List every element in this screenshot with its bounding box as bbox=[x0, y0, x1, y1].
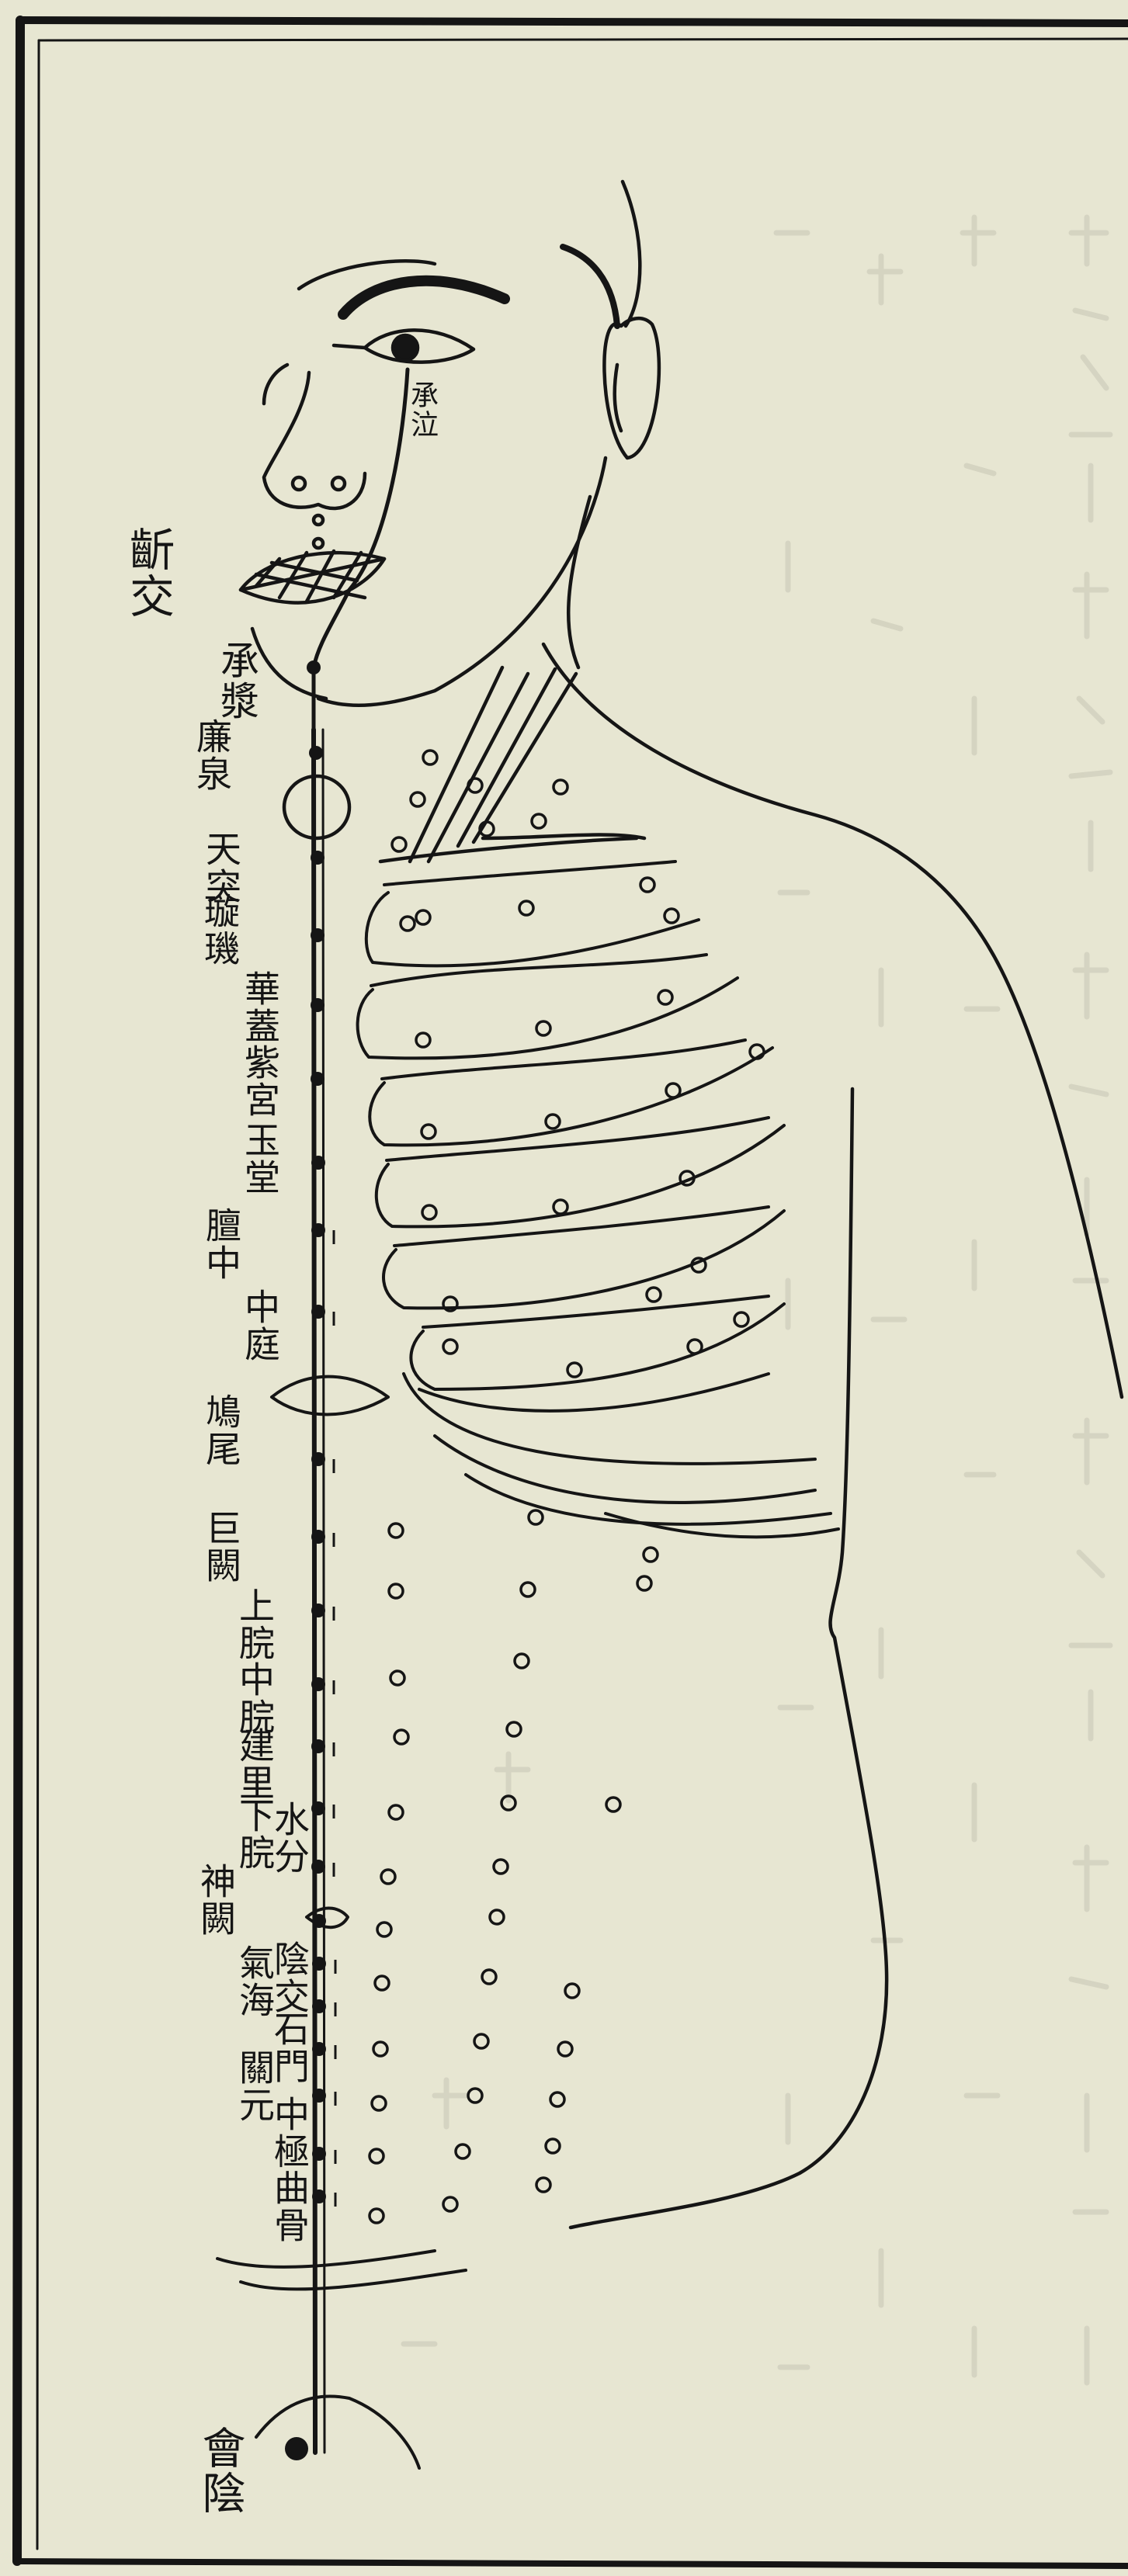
page-frame bbox=[17, 20, 1128, 2566]
acupoint-label-qihai: 氣海 bbox=[237, 1944, 272, 2019]
acupoint-label-shenque: 神闕 bbox=[198, 1863, 234, 1937]
acupoint-label-lianquan: 廉泉 bbox=[194, 718, 230, 792]
acupoint-label-chengqi: 承泣 bbox=[408, 380, 436, 439]
acupoint-label-jianli: 建里 bbox=[237, 1727, 272, 1801]
acupoint-label-qugu: 曲骨 bbox=[272, 2169, 307, 2244]
acupoint-label-guanyuan: 關元 bbox=[237, 2049, 272, 2124]
acupoint-label-xuanji: 璇璣 bbox=[202, 893, 238, 967]
acupoint-label-danzhong: 膻中 bbox=[203, 1207, 239, 1281]
bleed-through-text bbox=[404, 217, 1110, 2383]
acupoint-label-shuifen: 水分 bbox=[272, 1801, 307, 1875]
side-meridian-points bbox=[370, 751, 764, 2223]
acupoint-label-shangwan: 上脘 bbox=[237, 1587, 272, 1662]
acupoint-label-zhongji: 中極 bbox=[272, 2096, 307, 2170]
acupoint-label-huagai: 華蓋 bbox=[242, 970, 278, 1045]
acupoint-label-jiuwei: 鳩尾 bbox=[203, 1393, 239, 1468]
acupoint-label-huiyin: 會陰 bbox=[198, 2425, 241, 2515]
acupoint-label-shimen: 石門 bbox=[272, 2010, 307, 2085]
acupoint-label-zhongting: 中庭 bbox=[242, 1288, 278, 1363]
acupoint-label-yutang: 玉堂 bbox=[242, 1122, 278, 1196]
acupoint-label-juque: 巨闕 bbox=[203, 1510, 239, 1584]
acupoint-label-yinjiao-gum: 齗交 bbox=[126, 526, 171, 619]
acupoint-label-xiawan: 下脘 bbox=[237, 1797, 272, 1871]
acupoint-label-yinjiao: 陰交 bbox=[272, 1940, 307, 2015]
body-outline bbox=[241, 182, 1122, 2228]
acupoint-label-zigong: 紫宮 bbox=[242, 1044, 278, 1118]
acupoint-label-chengjiang: 承漿 bbox=[217, 640, 256, 721]
acupoint-label-zhongwan: 中脘 bbox=[237, 1661, 272, 1735]
